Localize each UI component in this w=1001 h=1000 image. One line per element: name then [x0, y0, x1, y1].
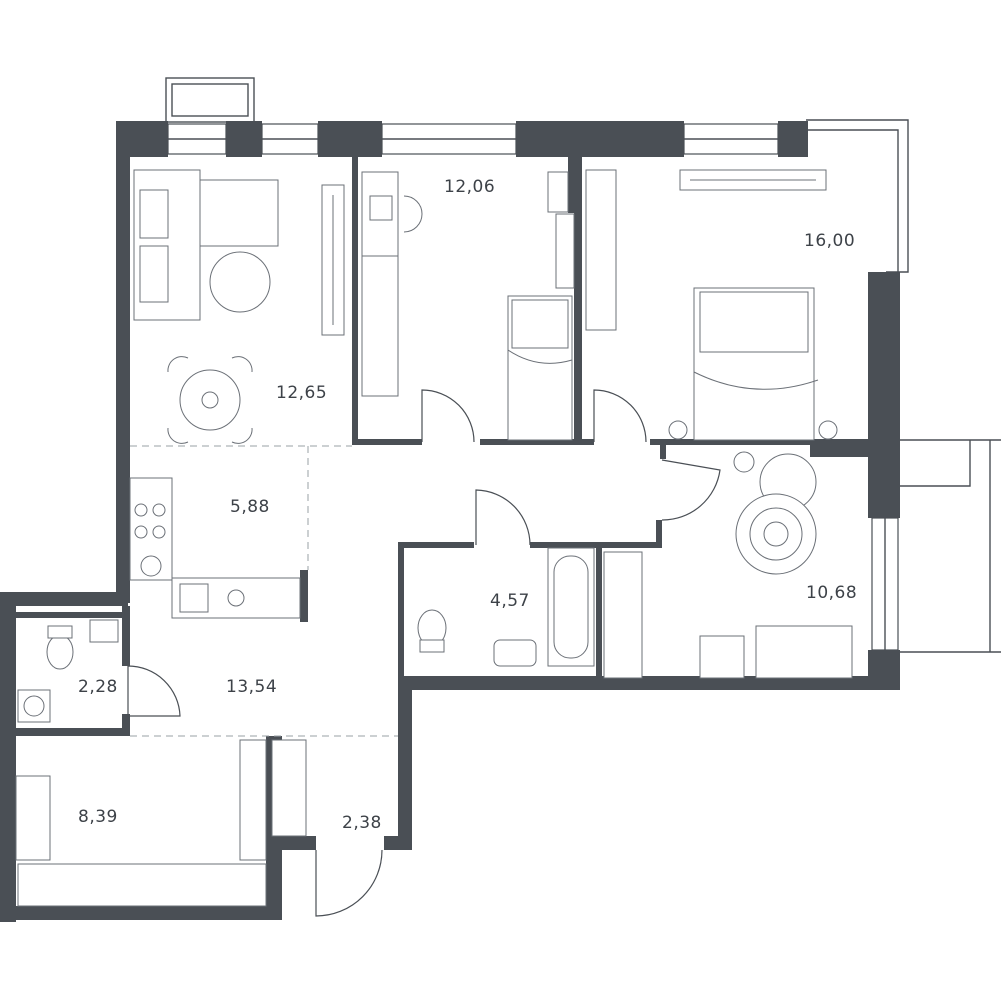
area-label-living: 12,65: [276, 383, 327, 403]
kids-rug: [735, 493, 817, 575]
desk: [361, 171, 423, 397]
balcony-top-left: [165, 77, 255, 123]
area-label-storage: 8,39: [78, 807, 118, 827]
wc-sink: [89, 619, 119, 643]
area-label-entry: 2,38: [342, 813, 382, 833]
balcony-right: [900, 439, 1001, 653]
coffee-table: [209, 251, 271, 313]
kitchen-counter: [129, 477, 301, 619]
tv-stand: [321, 184, 345, 336]
kids-bed: [699, 625, 853, 679]
area-label-kids-room: 10,68: [806, 583, 857, 603]
kids-wardrobe: [603, 551, 643, 679]
area-label-wc: 2,28: [78, 677, 118, 697]
doors: [127, 389, 721, 917]
dining-table: [167, 356, 253, 444]
bath-toilet: [417, 609, 447, 653]
bed-master: [668, 287, 838, 441]
washing-machine: [17, 689, 51, 723]
wardrobe-small: [547, 171, 575, 289]
tv-master: [679, 169, 827, 191]
area-label-bedroom-master: 16,00: [804, 231, 855, 251]
exterior-walls: [0, 121, 900, 922]
interior-walls: [14, 155, 870, 736]
area-label-bedroom-small: 12,06: [444, 177, 495, 197]
bathtub: [547, 547, 595, 667]
bath-sink: [493, 639, 537, 667]
bed-small: [507, 295, 573, 441]
storage-shelves: [15, 739, 267, 907]
area-label-hall: 13,54: [226, 677, 277, 697]
entry-wardrobe: [271, 739, 307, 837]
zone-borders: [130, 445, 398, 737]
windows: [167, 123, 899, 651]
area-label-bathroom: 4,57: [490, 591, 530, 611]
wc-toilet: [46, 625, 74, 670]
wardrobe-master: [585, 169, 617, 331]
sofa: [133, 169, 279, 321]
area-label-kitchen: 5,88: [230, 497, 270, 517]
